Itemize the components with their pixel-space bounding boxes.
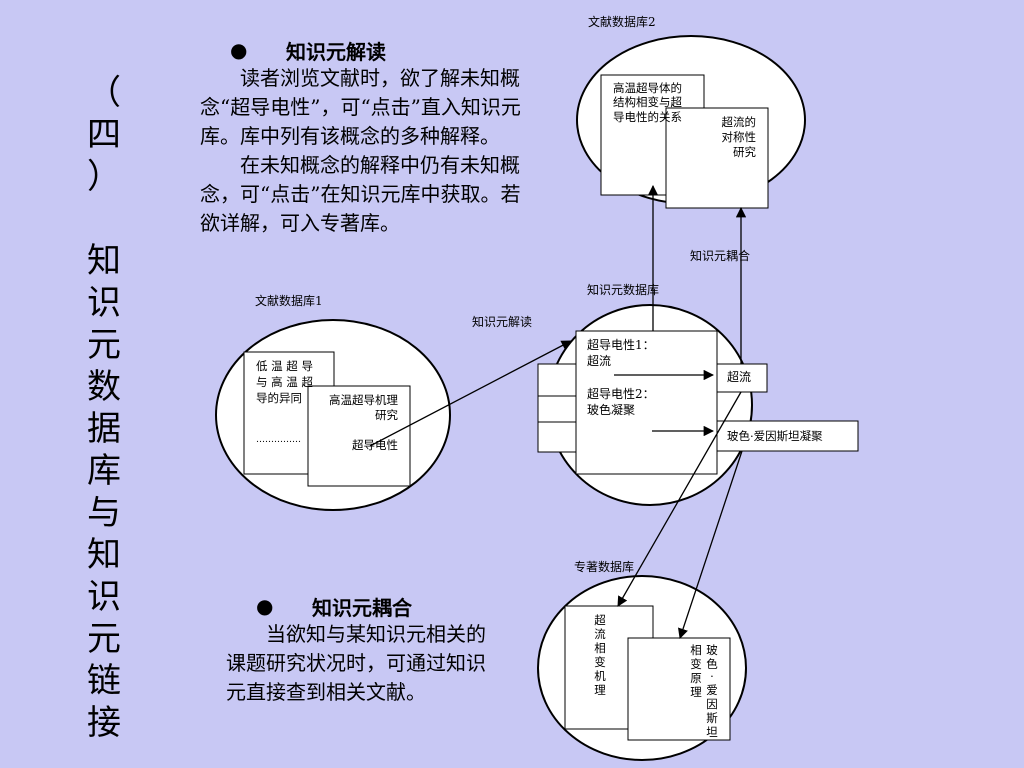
title-char: 识	[87, 577, 121, 617]
entry-line: 超导电性2：	[587, 386, 655, 401]
arrow-to-monograph-doc2	[678, 450, 743, 639]
doc-line: 导的异同	[256, 391, 302, 405]
knowledge-tab	[537, 395, 577, 423]
arrow-interpret	[369, 340, 572, 447]
doc-line: 高温超导体的	[613, 81, 682, 95]
doc-char: 变	[594, 655, 606, 669]
title-char: 四	[87, 115, 121, 155]
doc-char: 爱	[706, 683, 718, 697]
knowledge-panel	[575, 330, 718, 475]
doc-line: 低 温 超 导	[256, 359, 313, 373]
section1-body: 读者浏览文献时，欲了解未知概念“超导电性”，可“点击”直入知识元库。库中列有该概…	[200, 64, 538, 238]
doc-char: 机	[594, 669, 606, 683]
doc-line: 研究	[375, 408, 398, 422]
bullet-icon: ●	[230, 38, 248, 62]
title-char: 接	[87, 703, 121, 743]
doc-char: 原	[690, 671, 702, 685]
db-literature2-doc1-text: 高温超导体的 结构相变与超 导电性的关系	[613, 81, 682, 124]
title-char: 元	[87, 619, 121, 659]
monograph-doc2-text: 相 变 原 理 玻 色 · 爱 因 斯 坦	[690, 643, 718, 739]
monograph-doc1-text: 超 流 相 变 机 理	[594, 613, 606, 697]
title-char: （	[87, 73, 121, 113]
title-char: 知	[87, 241, 121, 281]
section2-heading: 知识元耦合	[312, 596, 412, 620]
doc-char: 坦	[706, 725, 718, 739]
db-literature1-doc2-text: 高温超导机理 研究 超导电性	[329, 393, 398, 452]
title-char: 库	[87, 451, 121, 491]
doc-line: 对称性	[722, 130, 757, 144]
doc-char: 色	[706, 657, 718, 671]
db-literature2-doc2	[665, 107, 769, 209]
title-char: 据	[87, 409, 121, 449]
term-bose-box	[716, 420, 859, 452]
doc-line: 研究	[733, 145, 756, 159]
interpret-label: 知识元解读	[472, 315, 532, 329]
title-char: ）	[87, 157, 121, 197]
doc-line: 高温超导机理	[329, 393, 398, 407]
doc-char: 斯	[706, 711, 718, 725]
doc-char: 超	[594, 613, 606, 627]
title-char: 链	[87, 661, 121, 701]
entry-line: 超导电性1：	[587, 337, 655, 352]
doc-char: 变	[690, 657, 702, 671]
term-bose: 玻色·爱因斯坦凝聚	[727, 429, 823, 443]
doc-char: 相	[690, 643, 702, 657]
doc-char: 流	[594, 627, 606, 641]
section2-paragraph: 当欲知与某知识元相关的课题研究状况时，可通过知识元直接查到相关文献。	[226, 622, 486, 704]
section1-heading: 知识元解读	[286, 40, 386, 64]
entry-line: 超流	[587, 353, 611, 368]
term-superconductivity: 超导电性	[352, 438, 398, 452]
title-char: 数	[87, 367, 121, 407]
coupling-label: 知识元耦合	[690, 248, 750, 263]
arrow-to-monograph-doc1	[617, 391, 742, 607]
doc-char: ·	[710, 669, 714, 683]
title-char: 知	[87, 535, 121, 575]
doc-line: 超流的	[722, 115, 757, 129]
term-superfluid: 超流	[727, 369, 751, 384]
knowledge-tab	[537, 421, 577, 453]
db-monograph-label: 专著数据库	[574, 559, 634, 574]
db-knowledge-label: 知识元数据库	[587, 282, 659, 297]
term-superfluid-box	[716, 363, 768, 393]
doc-dots: ……………	[256, 435, 301, 445]
doc-char: 理	[690, 685, 702, 699]
title-char: 识	[87, 283, 121, 323]
monograph-doc2	[627, 637, 731, 741]
db-literature2-doc2-text: 超流的 对称性 研究	[722, 115, 757, 159]
doc-line: 与 高 温 超	[256, 375, 313, 389]
doc-char: 玻	[706, 643, 718, 657]
section2-body: 当欲知与某知识元相关的课题研究状况时，可通过知识元直接查到相关文献。	[226, 620, 488, 707]
section1-paragraph: 在未知概念的解释中仍有未知概念，可“点击”在知识元库中获取。若欲详解，可入专著库…	[200, 153, 521, 235]
db-literature1-label: 文献数据库1	[255, 293, 323, 308]
doc-char: 因	[706, 697, 718, 711]
entry-line: 玻色凝聚	[587, 402, 635, 417]
bullet-icon: ●	[256, 594, 274, 618]
section1-paragraph: 读者浏览文献时，欲了解未知概念“超导电性”，可“点击”直入知识元库。库中列有该概…	[200, 66, 521, 148]
db-literature1-doc1-text: 低 温 超 导 与 高 温 超 导的异同 ……………	[256, 359, 313, 445]
title-char: 与	[87, 493, 121, 533]
db-literature2-label: 文献数据库2	[588, 14, 656, 29]
vertical-title: （四） 知识元数据库与知识元链接	[84, 72, 124, 744]
doc-char: 相	[594, 641, 606, 655]
doc-line: 导电性的关系	[613, 110, 682, 124]
title-char: 元	[87, 325, 121, 365]
knowledge-entries: 超导电性1： 超流 超导电性2： 玻色凝聚	[587, 337, 655, 417]
doc-char: 理	[594, 683, 606, 697]
knowledge-tab	[537, 363, 577, 397]
doc-line: 结构相变与超	[613, 95, 682, 109]
db-literature1-doc2	[307, 385, 411, 487]
